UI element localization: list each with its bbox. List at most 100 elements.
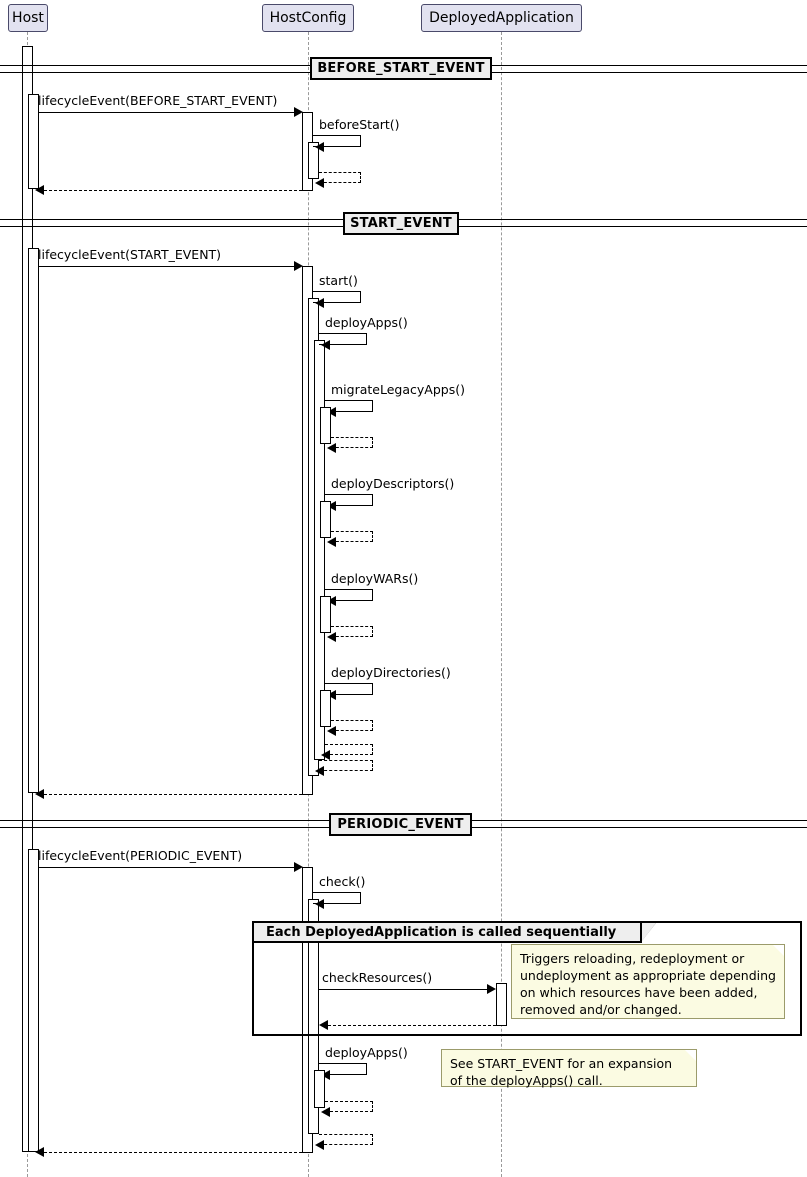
activation-host-periodic [28,849,39,1152]
message-selfcall-deployapps-start [319,333,367,345]
divider-before-start-event: BEFORE_START_EVENT [310,57,492,80]
note-checkresources-text: Triggers reloading, redeployment or unde… [520,951,776,1017]
lifeline-deployedapplication [501,32,502,1177]
message-arrowhead-selfreturn-check [315,1140,324,1150]
message-selfreturn-beforestart [319,172,361,183]
message-selfcall-check [313,892,361,904]
message-label-lifecycle-before-start: lifecycleEvent(BEFORE_START_EVENT) [38,93,278,108]
divider-periodic-event-label: PERIODIC_EVENT [337,817,464,832]
activation-hostconfig-deploydirectories [320,690,331,727]
message-selfreturn-migratelegacyapps [331,437,373,448]
message-arrowhead-selfreturn-start [315,766,324,776]
message-arrowhead-return-start [35,789,44,799]
message-label-lifecycle-periodic: lifecycleEvent(PERIODIC_EVENT) [38,848,243,863]
message-arrowhead-selfreturn-deployapps-periodic [321,1107,330,1117]
message-arrowhead-deploywars [327,596,336,606]
message-selfreturn-deploydirectories [331,720,373,731]
message-arrowhead-deployapps-periodic [321,1070,330,1080]
message-label-deploydirectories: deployDirectories() [331,665,451,680]
message-line-return-before-start [44,190,302,191]
note-checkresources-fold [773,945,784,956]
activation-hostconfig-deploywars [320,596,331,633]
message-arrowhead-selfreturn-deploydirectories [327,726,336,736]
message-selfreturn-check [319,1134,373,1145]
activation-hostconfig-check [308,899,319,1134]
message-label-deploywars: deployWARs() [331,571,419,586]
message-line-lifecycle-before-start [39,112,297,113]
message-selfreturn-deploydescriptors [331,531,373,542]
message-line-lifecycle-start [39,266,297,267]
message-label-check: check() [319,874,366,889]
message-arrowhead-return-periodic [35,1147,44,1157]
message-label-lifecycle-start: lifecycleEvent(START_EVENT) [38,247,222,262]
divider-before-start-event-label: BEFORE_START_EVENT [317,61,485,76]
message-arrowhead-lifecycle-before-start [294,107,303,117]
message-arrowhead-beforestart [315,142,324,152]
group-tab-notch-fill [642,923,656,941]
participant-hostconfig-label: HostConfig [269,10,347,26]
group-tab-each-deployedapplication: Each DeployedApplication is called seque… [254,923,642,943]
participant-host-label: Host [12,10,44,26]
note-deployapps: See START_EVENT for an expansion of the … [441,1049,697,1088]
message-arrowhead-return-before-start [35,185,44,195]
divider-periodic-event: PERIODIC_EVENT [329,813,472,836]
message-selfcall-deploywars [325,589,373,601]
note-checkresources: Triggers reloading, redeployment or unde… [511,944,785,1019]
message-arrowhead-deployapps-start [321,340,330,350]
note-deployapps-fold [685,1050,696,1061]
message-arrowhead-checkresources [487,984,496,994]
message-selfcall-deploydescriptors [325,494,373,506]
activation-host-start [28,248,39,793]
activation-hostconfig-deployapps [314,340,325,760]
activation-deployedapp-checkresources [496,983,507,1026]
message-selfcall-start [313,291,361,303]
activation-hostconfig-deployapps-periodic [314,1070,325,1108]
participant-deployedapplication[interactable]: DeployedApplication [421,4,582,32]
message-arrowhead-selfreturn-migratelegacyapps [327,443,336,453]
message-selfreturn-deployapps-start [325,744,373,755]
message-arrowhead-deploydirectories [327,690,336,700]
message-selfcall-deploydirectories [325,683,373,695]
divider-start-event-label: START_EVENT [350,216,452,231]
message-line-lifecycle-periodic [39,867,297,868]
message-selfcall-deployapps-periodic [319,1063,367,1075]
message-arrowhead-selfreturn-beforestart [315,178,324,188]
activation-hostconfig-beforestart-inner [308,142,319,179]
message-arrowhead-check [315,899,324,909]
message-arrowhead-selfreturn-deploywars [327,632,336,642]
message-label-deployapps-start: deployApps() [325,315,408,330]
message-selfreturn-deploywars [331,626,373,637]
message-line-return-periodic [44,1152,302,1153]
message-line-return-checkresources [328,1025,496,1026]
group-frame-each-deployedapplication [252,921,802,1036]
participant-host[interactable]: Host [8,4,48,32]
activation-host-before-start [28,94,39,189]
message-arrowhead-start [315,298,324,308]
message-selfreturn-start [319,760,373,771]
message-line-return-start [44,794,302,795]
participant-deployedapplication-label: DeployedApplication [429,10,574,26]
message-arrowhead-lifecycle-periodic [294,862,303,872]
activation-hostconfig-deploydescriptors [320,501,331,538]
message-line-checkresources [319,989,489,990]
message-selfreturn-deployapps-periodic [325,1101,373,1112]
message-arrowhead-return-checkresources [319,1020,328,1030]
message-label-migratelegacyapps: migrateLegacyApps() [331,382,465,397]
message-arrowhead-migratelegacyapps [327,407,336,417]
message-label-deployapps-periodic: deployApps() [325,1045,408,1060]
message-arrowhead-lifecycle-start [294,261,303,271]
message-label-checkresources: checkResources() [322,970,433,985]
message-label-beforestart: beforeStart() [319,117,400,132]
note-deployapps-text: See START_EVENT for an expansion of the … [450,1056,673,1088]
message-selfcall-beforestart [313,135,361,147]
activation-hostconfig-migratelegacyapps [320,407,331,444]
message-arrowhead-deploydescriptors [327,501,336,511]
message-arrowhead-selfreturn-deployapps-start [321,750,330,760]
message-selfcall-migratelegacyapps [325,400,373,412]
group-tab-label: Each DeployedApplication is called seque… [266,924,617,940]
message-label-start: start() [319,273,358,288]
participant-hostconfig[interactable]: HostConfig [262,4,354,32]
divider-start-event: START_EVENT [343,212,459,235]
message-arrowhead-selfreturn-deploydescriptors [327,537,336,547]
